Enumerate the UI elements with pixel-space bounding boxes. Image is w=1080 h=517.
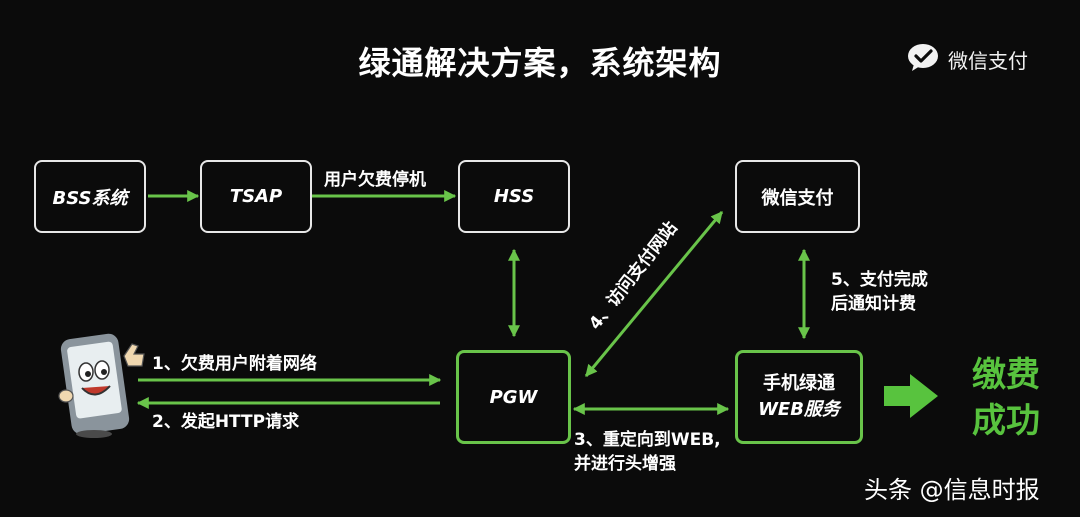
big-arrow-icon: [884, 374, 938, 418]
label-tsap-hss: 用户欠费停机: [324, 170, 426, 190]
node-hss: HSS: [458, 160, 570, 233]
node-bss: BSS系统: [34, 160, 146, 233]
node-wechat-pay: 微信支付: [735, 160, 860, 233]
wechat-pay-icon: [906, 42, 940, 76]
watermark: 头条 @信息时报: [864, 476, 1040, 504]
diagram-title: 绿通解决方案，系统架构: [358, 44, 722, 82]
node-tsap: TSAP: [200, 160, 312, 233]
brand-name: 微信支付: [948, 48, 1028, 73]
label-step3: 3、重定向到WEB, 并进行头增强: [574, 430, 721, 474]
label-step1: 1、欠费用户附着网络: [152, 354, 317, 374]
label-step2: 2、发起HTTP请求: [152, 412, 300, 432]
brand: 微信支付: [906, 42, 1028, 76]
result-text: 缴费 成功: [972, 355, 1040, 441]
phone-mascot-icon: [58, 324, 158, 444]
node-web-service: 手机绿通 WEB服务: [735, 350, 863, 444]
node-pgw: PGW: [456, 350, 571, 444]
label-step5: 5、支付完成 后通知计费: [831, 270, 928, 314]
arrow-pgw-wechat: [584, 211, 724, 377]
